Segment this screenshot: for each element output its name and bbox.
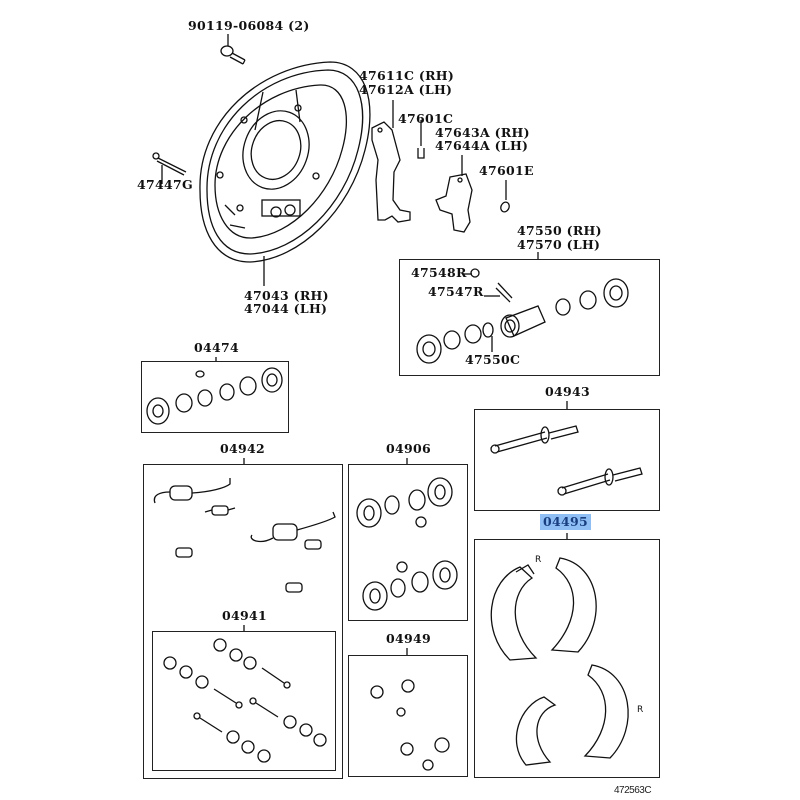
- kit-label-04941[interactable]: 04941: [222, 608, 267, 623]
- svg-text:R: R: [637, 705, 643, 715]
- kit-label-04943[interactable]: 04943: [545, 384, 590, 399]
- kit-box-04906: [348, 464, 468, 621]
- clip-icon: [417, 120, 425, 159]
- wheel-cylinder-group-box: [399, 259, 660, 376]
- kit-label-04495[interactable]: 04495: [540, 514, 591, 530]
- part-label-cylinder-spring[interactable]: 47550C: [465, 352, 521, 367]
- kit-box-04474: [141, 361, 289, 433]
- cylinder-kit-icon: [356, 458, 458, 611]
- brake-shoes-icon: R R: [490, 555, 643, 766]
- hold-down-kit-icon: [163, 625, 327, 763]
- part-label-clip-e[interactable]: 47601E: [479, 163, 534, 178]
- cup-kit-icon: [146, 357, 283, 425]
- pin-icon: [152, 152, 187, 184]
- part-label-backing-plate-rh[interactable]: 47043 (RH): [244, 288, 329, 303]
- bolt-icon: [220, 34, 246, 65]
- kit-box-04942: [143, 464, 343, 779]
- clip-e-icon: [500, 180, 510, 213]
- part-label-bleeder-plug[interactable]: 47547R: [428, 284, 484, 299]
- part-label-bleeder-cap[interactable]: 47548R: [411, 265, 467, 280]
- wheel-cylinder-icon: [416, 268, 629, 364]
- kit-label-04949[interactable]: 04949: [386, 631, 431, 646]
- adjusting-kit-icon: [490, 401, 643, 496]
- part-label-adjusting-lever-lh[interactable]: 47644A (LH): [435, 138, 529, 153]
- part-label-wheel-cylinder-lh[interactable]: 47570 (LH): [517, 237, 601, 252]
- kit-label-04942[interactable]: 04942: [220, 441, 265, 456]
- part-label-wheel-cylinder-rh[interactable]: 47550 (RH): [517, 223, 602, 238]
- part-label-bolt[interactable]: 90119-06084 (2): [188, 18, 310, 33]
- part-label-clip-c[interactable]: 47601C: [398, 111, 454, 126]
- kit-box-04949: [348, 655, 468, 777]
- svg-text:R: R: [535, 555, 541, 565]
- part-label-pin[interactable]: 47447G: [137, 177, 193, 192]
- kit-label-04474[interactable]: 04474: [194, 340, 239, 355]
- backing-plate-icon: [199, 61, 371, 286]
- adjusting-lever-icon: [435, 155, 473, 233]
- part-label-lever-lh[interactable]: 47612A (LH): [359, 82, 453, 97]
- kit-box-04943: [474, 409, 660, 511]
- plug-kit-icon: [370, 648, 450, 771]
- part-label-lever-rh[interactable]: 47611C (RH): [359, 68, 455, 83]
- kit-box-04941: [152, 631, 336, 771]
- part-label-backing-plate-lh[interactable]: 47044 (LH): [244, 301, 328, 316]
- diagram-reference-code: 472563C: [614, 785, 652, 796]
- kit-box-04495: [474, 539, 660, 778]
- spring-kit-icon: [153, 458, 336, 593]
- lever-icon: [371, 100, 411, 223]
- part-label-adjusting-lever-rh[interactable]: 47643A (RH): [435, 125, 530, 140]
- kit-label-04906[interactable]: 04906: [386, 441, 431, 456]
